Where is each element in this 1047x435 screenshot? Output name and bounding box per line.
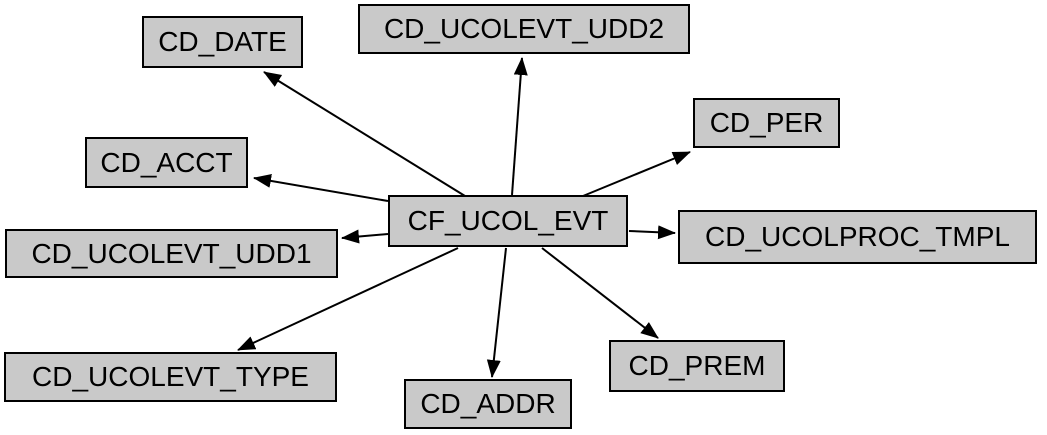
node-label: CD_UCOLEVT_UDD1 (31, 237, 312, 269)
node-label: CD_PER (709, 107, 824, 138)
node-label: CD_PREM (628, 350, 766, 381)
node-label: CD_ADDR (420, 388, 556, 419)
node-label: CD_DATE (158, 26, 287, 57)
node-label: CF_UCOL_EVT (407, 205, 609, 236)
node-cd-per[interactable]: CD_PER (693, 98, 840, 148)
node-label: CD_UCOLEVT_TYPE (32, 361, 309, 392)
node-cd-ucolevt-udd2[interactable]: CD_UCOLEVT_UDD2 (358, 4, 690, 54)
edge-cf-ucol-evt-to-cd-ucolevt-type (237, 247, 459, 351)
node-cd-ucolproc-tmpl[interactable]: CD_UCOLPROC_TMPL (678, 210, 1037, 264)
edge-cf-ucol-evt-to-cd-ucolevt-udd2 (511, 57, 528, 196)
node-label: CD_UCOLPROC_TMPL (705, 221, 1010, 252)
node-cf-ucol-evt[interactable]: CF_UCOL_EVT (388, 195, 628, 247)
edge-cf-ucol-evt-to-cd-per (582, 151, 691, 197)
node-cd-acct[interactable]: CD_ACCT (85, 137, 248, 188)
node-cd-ucolevt-udd1[interactable]: CD_UCOLEVT_UDD1 (5, 229, 338, 278)
edge-cf-ucol-evt-to-cd-prem (541, 247, 659, 339)
edge-cf-ucol-evt-to-cd-ucolevt-udd1 (341, 229, 389, 244)
node-cd-ucolevt-type[interactable]: CD_UCOLEVT_TYPE (4, 352, 337, 402)
node-cd-addr[interactable]: CD_ADDR (404, 379, 572, 429)
node-label: CD_ACCT (100, 146, 233, 178)
edge-cf-ucol-evt-to-cd-acct (253, 173, 389, 202)
node-label: CD_UCOLEVT_UDD2 (383, 13, 665, 44)
edge-cf-ucol-evt-to-cd-addr (486, 247, 507, 378)
node-cd-prem[interactable]: CD_PREM (609, 340, 785, 392)
node-cd-date[interactable]: CD_DATE (142, 16, 303, 68)
edge-cf-ucol-evt-to-cd-date (263, 71, 466, 197)
edge-cf-ucol-evt-to-cd-ucolproc-tmpl (628, 225, 676, 240)
